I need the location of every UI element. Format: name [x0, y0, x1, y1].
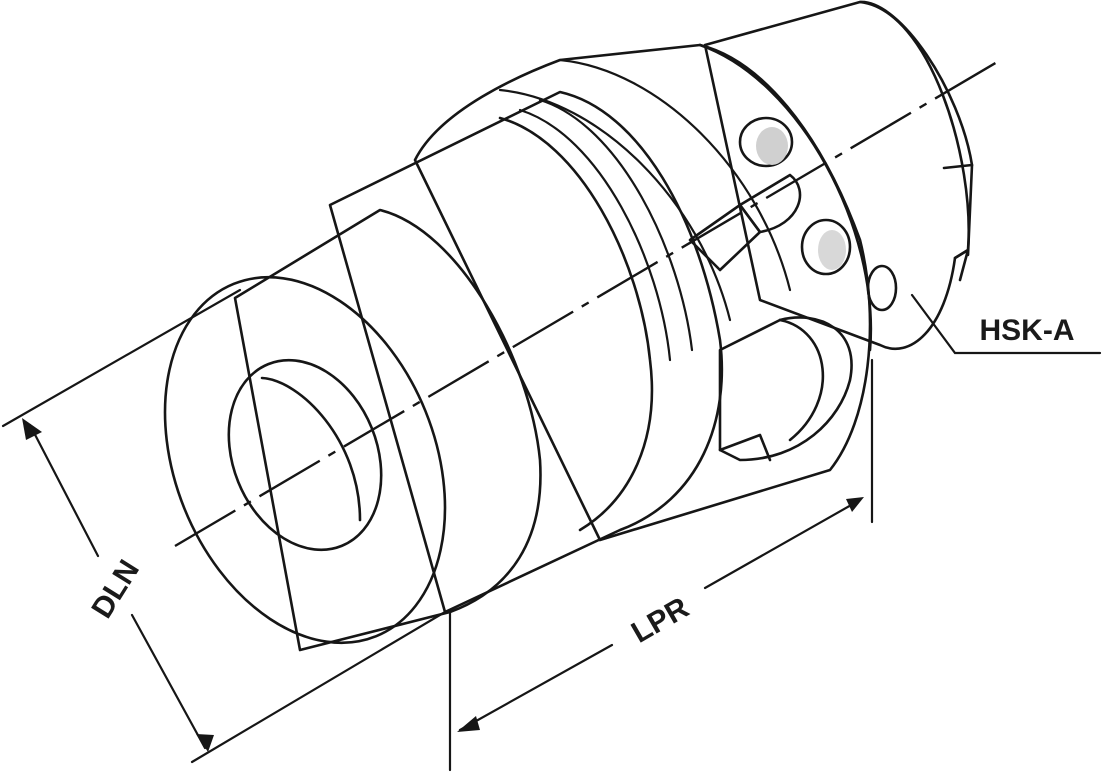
- flange-notch: [718, 316, 853, 462]
- front-bore: [227, 358, 383, 552]
- drive-key: [738, 173, 802, 234]
- main-body: [328, 90, 724, 614]
- lpr-label: LPR: [626, 591, 695, 650]
- dln-label: DLN: [85, 554, 146, 624]
- flange: [413, 43, 898, 542]
- coolant-hole-3: [866, 264, 898, 312]
- callout-hsk: HSK-A: [910, 293, 1102, 355]
- front-face: [163, 275, 447, 645]
- coolant-hole-2: [800, 218, 852, 276]
- hsk-shank: [703, 0, 974, 351]
- hsk-label: HSK-A: [980, 314, 1075, 347]
- center-axis: [174, 56, 1005, 548]
- coolant-hole-1: [738, 116, 794, 168]
- dimension-dln: DLN: [1, 288, 447, 764]
- front-nose: [163, 208, 542, 652]
